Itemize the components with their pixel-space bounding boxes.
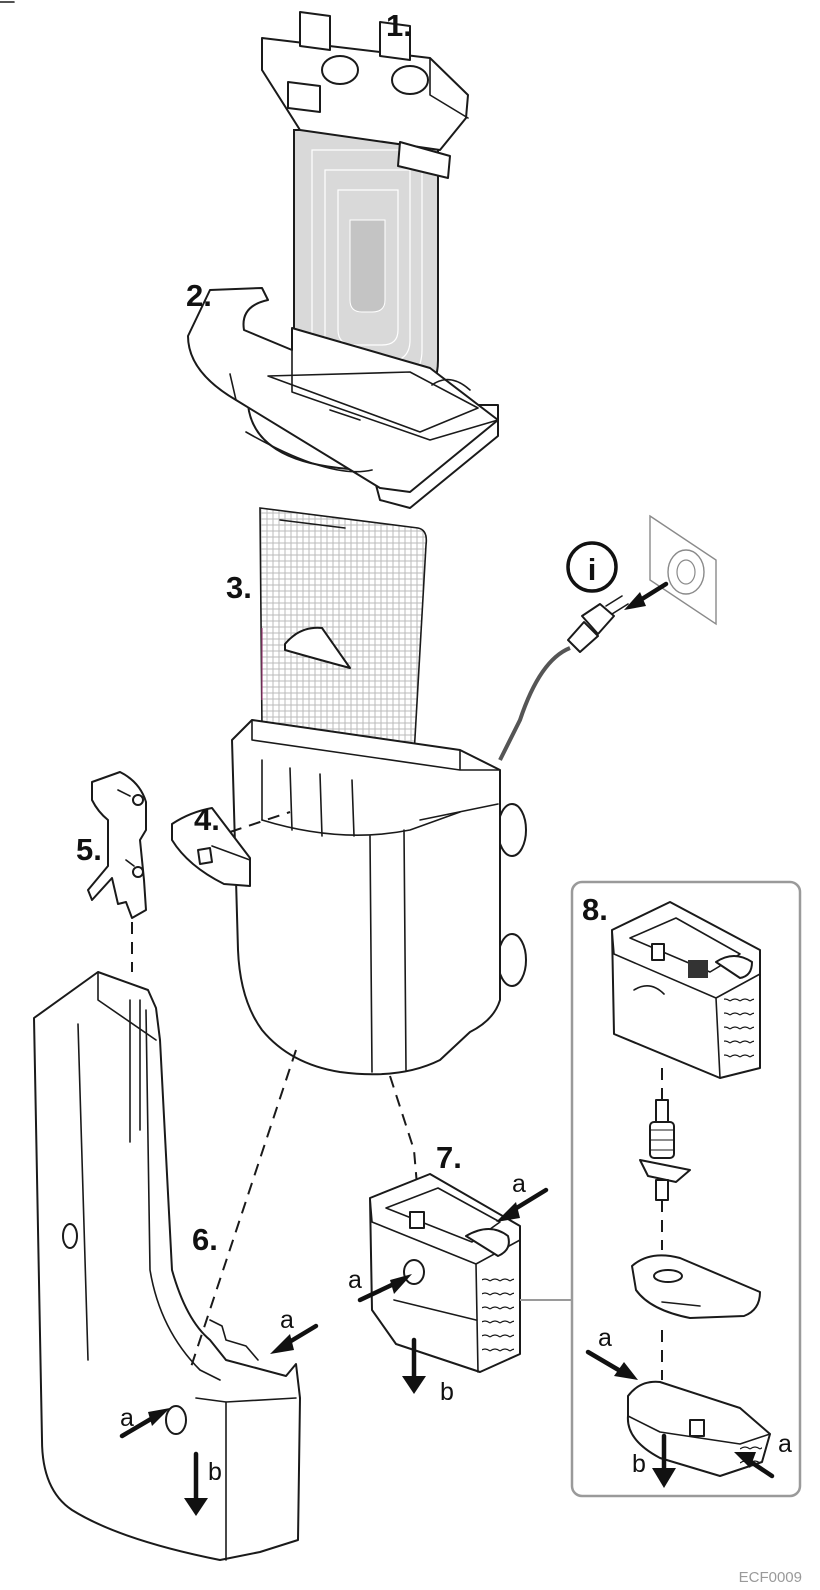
- part-2-cover-frame: [187, 287, 499, 509]
- rear-cover-body: [33, 971, 301, 1561]
- cover-body: [187, 287, 499, 493]
- figure-code: ECF0009: [739, 1569, 802, 1586]
- power-cable: [498, 646, 571, 761]
- part-8-pump-head: [611, 901, 761, 1079]
- step-8-label: 8.: [582, 892, 608, 927]
- wall-socket-icon: [649, 514, 717, 626]
- svg-text:i: i: [588, 552, 597, 587]
- step-7-a-left: a: [348, 1266, 362, 1294]
- step-1-label: 1.: [386, 8, 412, 43]
- step-6-b: b: [208, 1458, 222, 1486]
- part-6-rear-cover: [33, 971, 301, 1561]
- step-2-label: 2.: [186, 278, 212, 313]
- step-8-b: b: [632, 1450, 646, 1478]
- part-1-lid-with-sponge: [261, 11, 469, 401]
- part-5-holder-clip: [87, 771, 147, 919]
- step-7-label: 7.: [436, 1140, 462, 1175]
- power-info-group: i: [498, 514, 717, 761]
- housing-body: [231, 719, 501, 1076]
- step-3-label: 3.: [226, 570, 252, 605]
- leader-4: [229, 811, 291, 833]
- step-4-label: 4.: [194, 802, 220, 837]
- step-7-a-right: a: [512, 1170, 526, 1198]
- part-7-pump-module: [369, 1173, 521, 1373]
- step-8-a-left: a: [598, 1324, 612, 1352]
- part-4-outlet-nozzle: [171, 807, 251, 887]
- step-5-label: 5.: [76, 832, 102, 867]
- part-8-impeller: [639, 1099, 691, 1201]
- step-6-label: 6.: [192, 1222, 218, 1257]
- main-filter-housing: [231, 719, 527, 1076]
- leader-6: [189, 1049, 297, 1371]
- part-8-impeller-cover: [631, 1254, 761, 1319]
- inset-frame-8: [570, 880, 802, 1498]
- step-7-b: b: [440, 1378, 454, 1406]
- step-6-a-top: a: [280, 1306, 294, 1334]
- step-6-a-bottom: a: [120, 1404, 134, 1432]
- step-8-a-right: a: [778, 1430, 792, 1458]
- plug-icon: [581, 603, 615, 635]
- info-icon: [566, 541, 618, 593]
